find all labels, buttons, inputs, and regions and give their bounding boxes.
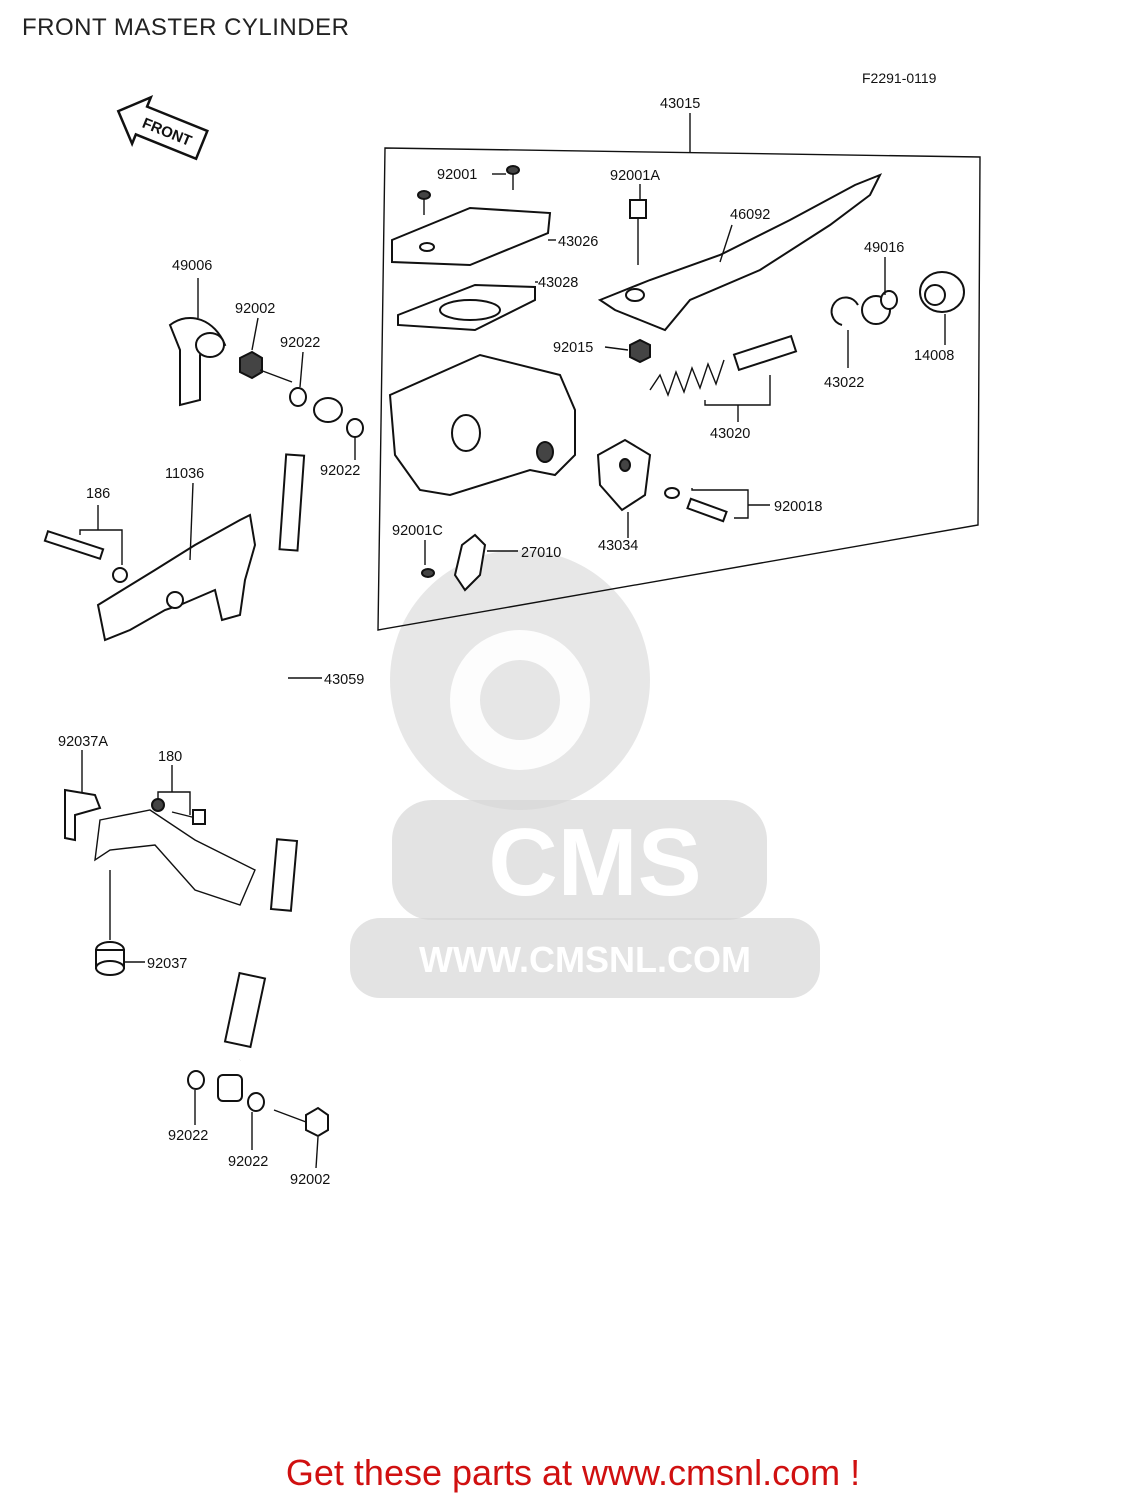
part-label-92002-top: 92002: [235, 301, 275, 317]
figure-code: F2291-0119: [862, 70, 937, 86]
part-label-92015: 92015: [553, 340, 593, 356]
washer-bottom-mid: [247, 1092, 265, 1112]
part-label-92037A: 92037A: [58, 734, 108, 750]
cms-watermark: CMS WWW.CMSNL.COM: [350, 550, 820, 998]
part-label-92022-top: 92022: [280, 335, 320, 351]
master-cylinder-body: [388, 353, 576, 497]
washer-top: [289, 387, 307, 407]
part-label-920018: 920018: [774, 499, 822, 515]
circlip: [830, 296, 859, 326]
banjo-bolt-top: [239, 350, 293, 383]
hose-bracket: [96, 513, 257, 642]
part-label-43059: 43059: [324, 672, 364, 688]
clamp-bolt-180: [151, 798, 206, 825]
part-label-92022-bottom-left: 92022: [168, 1128, 208, 1144]
dust-boot: [919, 271, 965, 313]
part-label-92002-bottom: 92002: [290, 1172, 330, 1188]
brake-lever: [597, 173, 883, 332]
washer-mid: [346, 418, 364, 438]
part-label-186: 186: [86, 486, 110, 502]
part-label-43015: 43015: [660, 96, 700, 112]
part-label-92001A: 92001A: [610, 168, 660, 184]
part-label-49016: 49016: [864, 240, 904, 256]
bracket-bolt: [43, 530, 128, 583]
part-label-92001C: 92001C: [392, 523, 443, 539]
get-parts-link[interactable]: Get these parts at www.cmsnl.com !: [285, 1452, 861, 1493]
part-label-43022: 43022: [824, 375, 864, 391]
grommet: [95, 941, 125, 976]
part-labels: 43015 92001 92001A 46092 43026 43028 490…: [58, 96, 954, 1188]
part-label-180: 180: [158, 749, 182, 765]
diaphragm: [397, 283, 536, 332]
clamp: [596, 438, 652, 512]
part-label-43028: 43028: [538, 275, 578, 291]
reservoir-cap: [391, 206, 552, 267]
clamp-bolt: [664, 487, 728, 523]
part-label-92037: 92037: [147, 956, 187, 972]
part-label-43034: 43034: [598, 538, 638, 554]
watermark-brand: CMS: [488, 809, 701, 916]
part-label-14008: 14008: [914, 348, 954, 364]
page-title: FRONT MASTER CYLINDER: [22, 14, 350, 41]
part-label-92022-bottom-mid: 92022: [228, 1154, 268, 1170]
pivot-bolt: [629, 199, 647, 265]
pivot-nut: [629, 338, 651, 364]
brake-hose: [217, 397, 343, 1102]
part-label-46092: 46092: [730, 207, 770, 223]
banjo-bolt-bottom: [273, 1106, 329, 1138]
part-label-92022-mid: 92022: [320, 463, 360, 479]
seal: [861, 290, 898, 325]
watermark-url: WWW.CMSNL.COM: [419, 939, 751, 980]
front-arrow: FRONT: [116, 94, 209, 161]
part-label-43026: 43026: [558, 234, 598, 250]
leader-lines: [79, 173, 946, 1169]
hose-clamp: [64, 788, 256, 906]
washer-bottom-left: [187, 1070, 205, 1090]
piston-spring: [649, 334, 798, 397]
brake-switch: [421, 533, 487, 592]
part-label-11036: 11036: [165, 466, 204, 482]
part-label-92001: 92001: [437, 167, 477, 183]
part-label-43020: 43020: [710, 426, 750, 442]
hose-cover: [168, 316, 227, 407]
cap-screw: [417, 165, 520, 215]
part-label-27010: 27010: [521, 545, 561, 561]
part-label-49006: 49006: [172, 258, 212, 274]
assembly-outline: [377, 147, 981, 631]
